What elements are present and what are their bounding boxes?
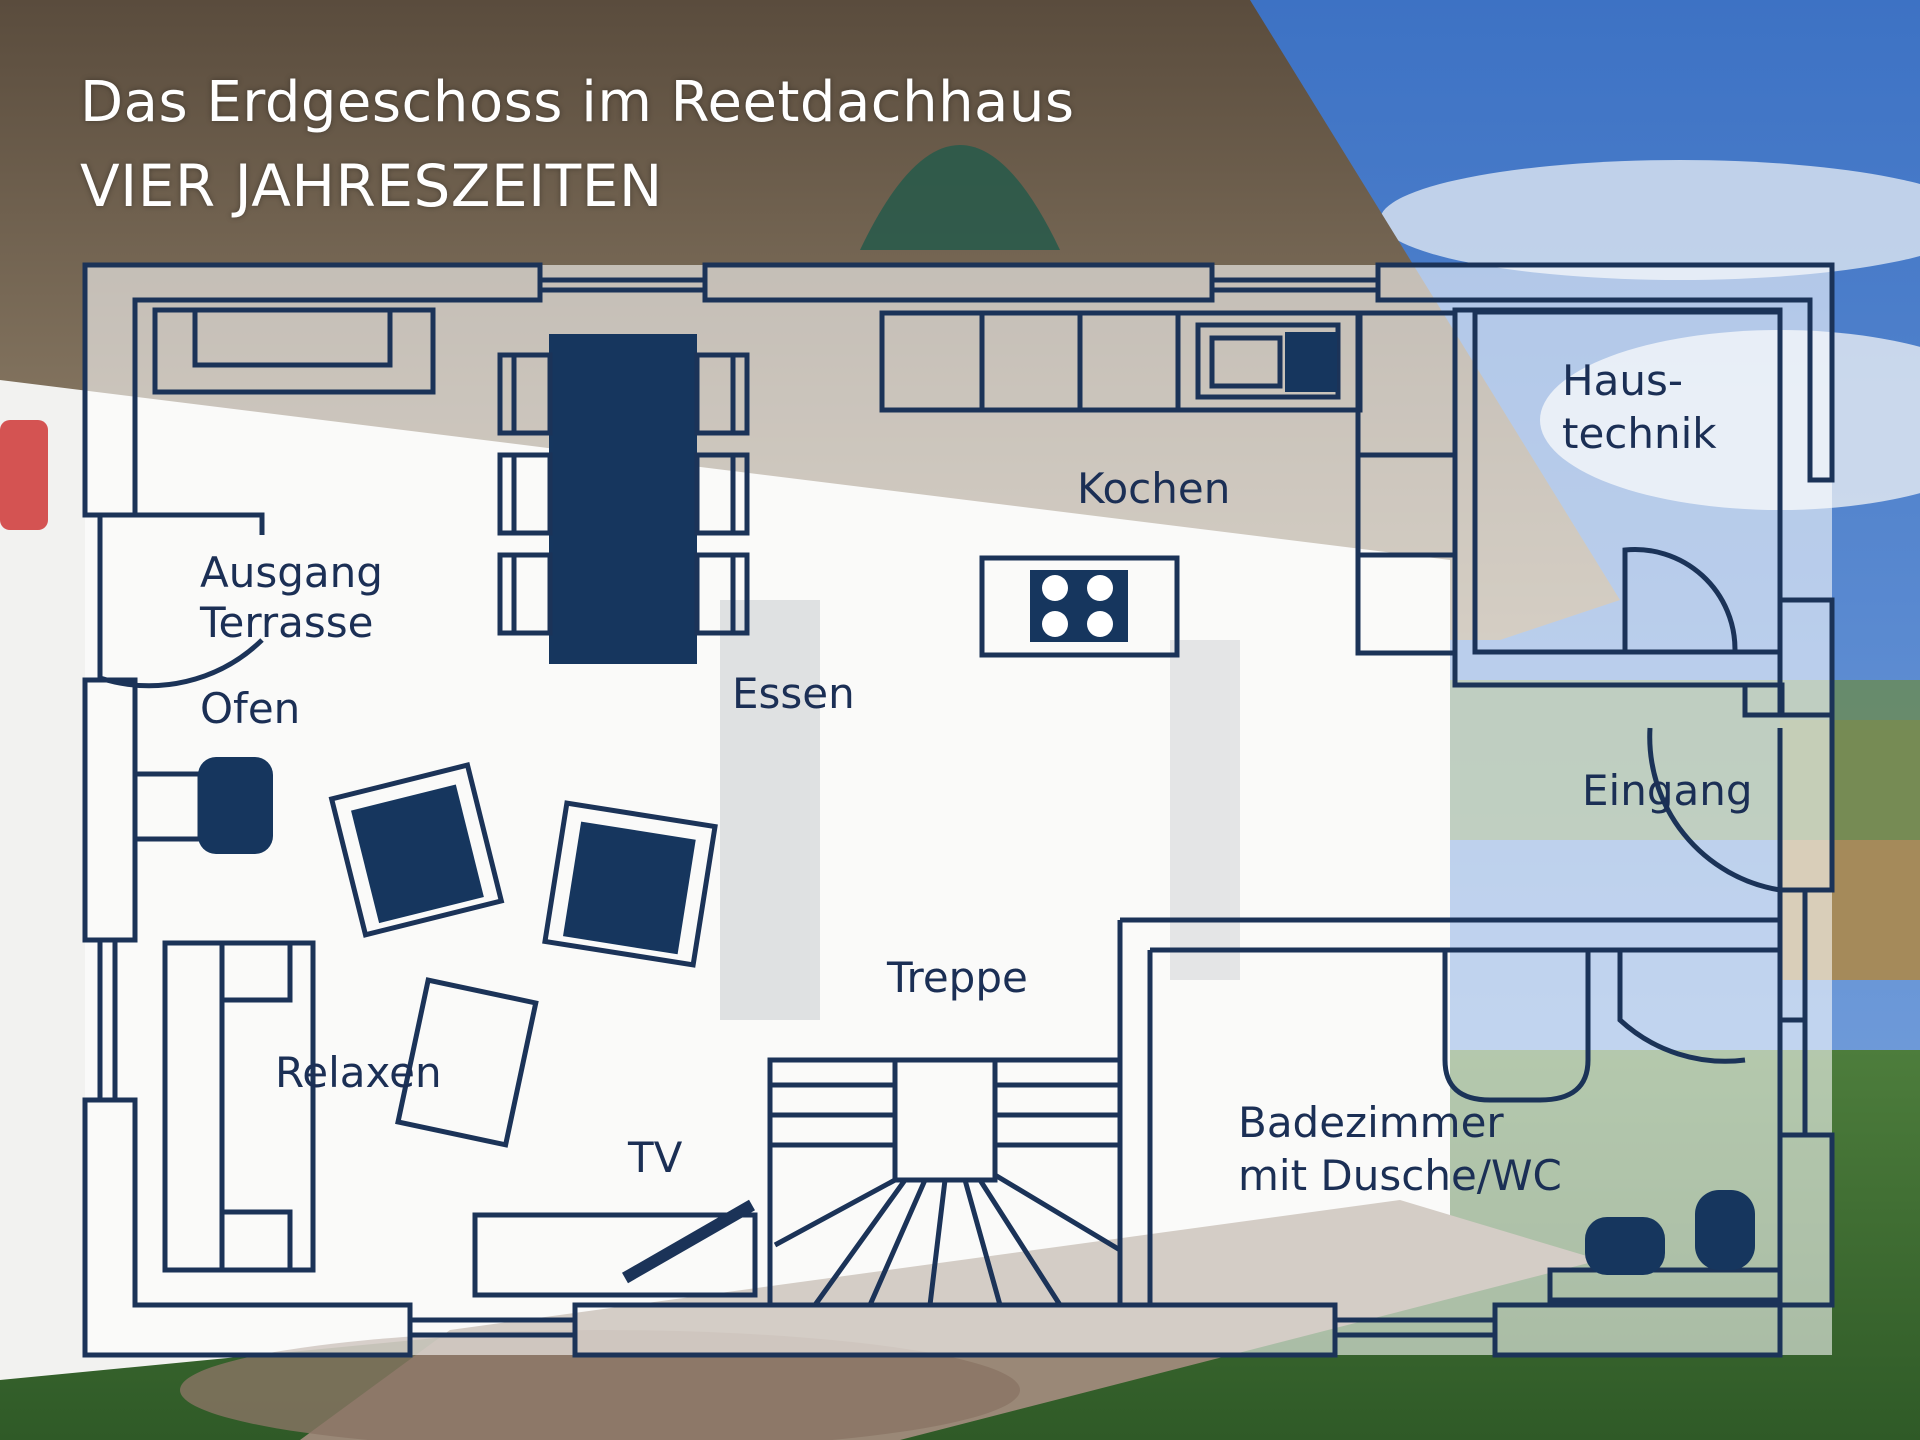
windows xyxy=(97,277,1495,1338)
tall-cabinets xyxy=(1355,310,1458,656)
shower xyxy=(1442,950,1591,1103)
haustechnik-door xyxy=(1622,547,1738,651)
title-line-1: Das Erdgeschoss im Reetdachhaus xyxy=(80,70,1075,135)
toilet xyxy=(1585,1217,1665,1275)
terrace-door xyxy=(97,512,265,689)
cooking-island xyxy=(979,555,1180,658)
vanity xyxy=(1547,1267,1783,1303)
label-ausgang-2: Terrasse xyxy=(199,598,374,647)
stove xyxy=(198,757,273,854)
tv-board xyxy=(472,1212,758,1298)
label-haustechnik-1: Haus- xyxy=(1562,356,1683,405)
label-eingang: Eingang xyxy=(1582,766,1753,815)
entrance-wall xyxy=(1777,712,1835,1135)
kitchen-sink xyxy=(1195,322,1341,400)
entrance-door xyxy=(1647,727,1783,893)
label-bad-1: Badezimmer xyxy=(1238,1098,1504,1147)
label-tv: TV xyxy=(627,1133,683,1182)
coffee-table xyxy=(395,977,539,1148)
sofa xyxy=(162,940,316,1273)
label-relaxen: Relaxen xyxy=(275,1048,442,1097)
label-bad-2: mit Dusche/WC xyxy=(1238,1151,1562,1200)
label-kochen: Kochen xyxy=(1077,464,1230,513)
label-haustechnik-2: technik xyxy=(1562,409,1717,458)
label-ofen: Ofen xyxy=(200,684,300,733)
dining-table xyxy=(549,334,697,664)
armchair-left xyxy=(328,762,505,938)
label-essen: Essen xyxy=(732,669,855,718)
floor-area xyxy=(85,265,1832,1355)
label-treppe: Treppe xyxy=(886,953,1028,1002)
bathroom-walls xyxy=(1117,917,1780,1305)
bathroom-door xyxy=(1617,950,1746,1064)
armchair-right xyxy=(542,800,718,968)
washbasin xyxy=(1695,1190,1755,1270)
burners xyxy=(1042,575,1113,637)
dining-chairs xyxy=(497,352,750,636)
tv-set xyxy=(622,1199,755,1284)
title-line-2: VIER JAHRESZEITEN xyxy=(80,152,663,220)
label-ausgang-1: Ausgang xyxy=(200,548,383,597)
